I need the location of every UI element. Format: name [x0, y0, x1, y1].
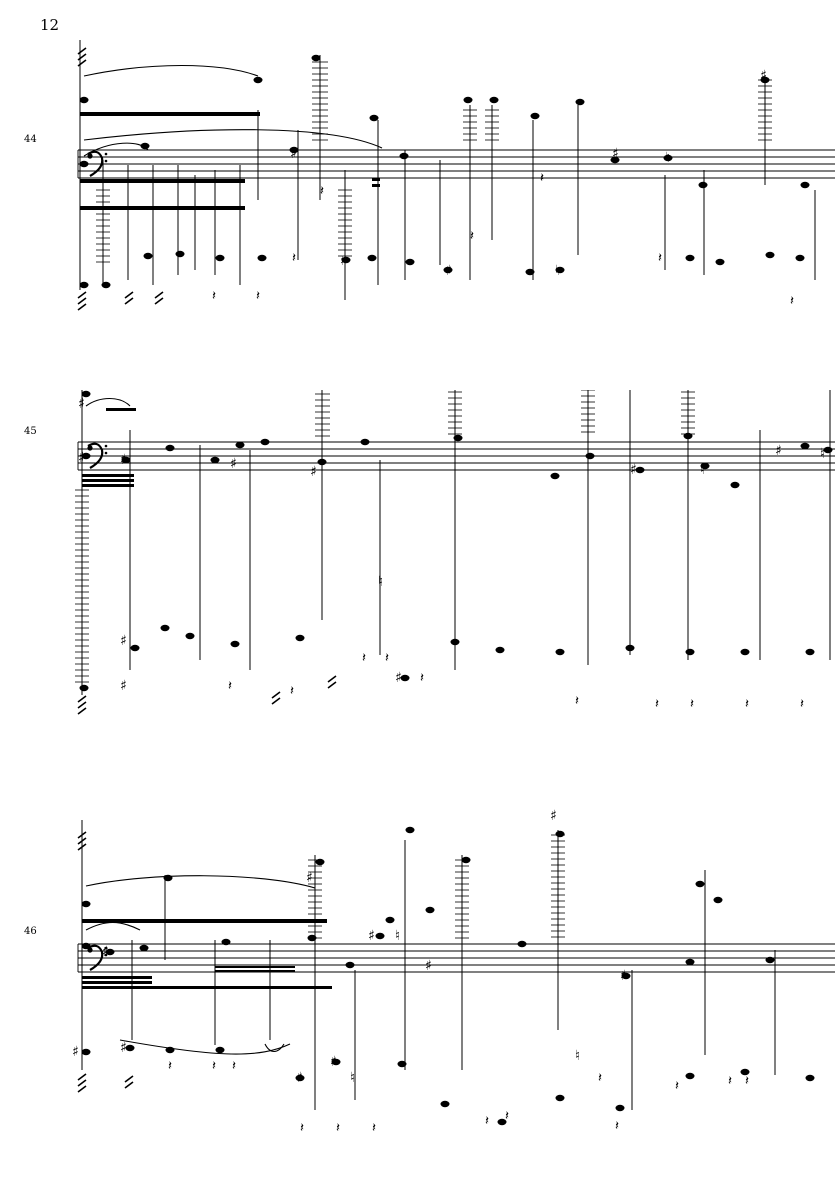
rest-icon: 𝄽 — [300, 1121, 304, 1136]
sharp-icon: ♯ — [630, 462, 637, 478]
rest-icon: 𝄽 — [372, 1121, 376, 1136]
rest-icon: 𝄽 — [362, 651, 366, 666]
sharp-icon: ♯ — [230, 456, 237, 472]
system-3: 46 — [0, 800, 835, 1181]
sharp-icon: ♯ — [290, 146, 297, 162]
rest-icon: 𝄽 — [575, 694, 579, 709]
sharp-icon: ♯ — [620, 968, 627, 984]
rest-icon: 𝄽 — [658, 251, 662, 266]
page-number: 12 — [40, 16, 60, 34]
natural-icon: ♮ — [665, 150, 670, 166]
rest-icon: 𝄽 — [800, 697, 804, 712]
rest-icon: 𝄽 — [540, 171, 544, 186]
sharp-icon: ♯ — [425, 958, 432, 974]
sharp-icon: ♯ — [395, 670, 402, 686]
sharp-icon: ♯ — [306, 870, 313, 886]
natural-icon: ♮ — [555, 263, 560, 279]
system-1-notation: ♯ ♯ ♯ ♮ ♯ ♯ ♮ 𝄽 𝄽 𝄽 𝄽 𝄽 𝄽 𝄽 𝄽 — [77, 40, 835, 311]
sharp-icon: ♯ — [120, 678, 127, 694]
rest-icon: 𝄽 — [505, 1109, 509, 1124]
sharp-icon: ♯ — [78, 450, 85, 466]
rest-icon: 𝄽 — [470, 229, 474, 244]
sharp-icon: ♯ — [296, 1070, 303, 1086]
rest-icon: 𝄽 — [420, 671, 424, 686]
rest-icon: 𝄽 — [290, 684, 294, 699]
rest-icon: 𝄽 — [168, 1059, 172, 1074]
sharp-icon: ♯ — [612, 146, 619, 162]
sharp-icon: ♯ — [340, 253, 347, 269]
rest-icon: 𝄽 — [228, 679, 232, 694]
sharp-icon: ♯ — [72, 1044, 79, 1060]
sharp-icon: ♯ — [445, 263, 452, 279]
measure-number: 44 — [24, 134, 37, 145]
rest-icon: 𝄽 — [256, 289, 260, 304]
system-2-notation: ♯ ♯ ♯ ♯ ♯ ♯ ♯ ♯ ♯ ♯ ♯ ♮ ♮ ♮ 𝄽 𝄽 𝄽 𝄽 𝄽 𝄽 … — [75, 390, 835, 715]
rest-icon: 𝄽 — [212, 289, 216, 304]
rest-icon: 𝄽 — [745, 1074, 749, 1089]
sharp-icon: ♯ — [368, 928, 375, 944]
rest-icon: 𝄽 — [675, 1079, 679, 1094]
measure-number: 45 — [24, 426, 37, 437]
rest-icon: 𝄽 — [485, 1114, 489, 1129]
sharp-icon: ♯ — [775, 443, 782, 459]
measure-number: 46 — [24, 926, 37, 937]
rest-icon: 𝄽 — [232, 1059, 236, 1074]
rest-icon: 𝄽 — [655, 697, 659, 712]
natural-icon: ♮ — [395, 928, 400, 944]
rest-icon: 𝄽 — [598, 1071, 602, 1086]
sharp-icon: ♯ — [102, 944, 109, 960]
sharp-icon: ♯ — [760, 68, 767, 84]
natural-icon: ♮ — [350, 1070, 355, 1086]
bass-clef-icon — [87, 150, 108, 177]
rest-icon: 𝄽 — [745, 697, 749, 712]
tremolo-icon — [77, 831, 134, 1093]
natural-icon: ♮ — [378, 574, 383, 590]
system-3-notation: ♯ ♯ ♯ ♯ ♯ ♯ ♯ ♯ ♯ ♯ ♮ ♮ ♮ 𝄽 𝄽 𝄽 𝄽 𝄽 𝄽 𝄽 … — [72, 808, 835, 1136]
tremolo-icon — [77, 675, 337, 715]
sharp-icon: ♯ — [120, 452, 127, 468]
system-2: 45 — [0, 390, 835, 780]
rest-icon: 𝄽 — [292, 251, 296, 266]
sharp-icon: ♯ — [550, 808, 557, 824]
sharp-icon: ♯ — [330, 1054, 337, 1070]
natural-icon: ♮ — [575, 1048, 580, 1064]
sharp-icon: ♯ — [78, 396, 85, 412]
sharp-icon: ♯ — [120, 633, 127, 649]
natural-icon: ♮ — [700, 462, 705, 478]
rest-icon: 𝄽 — [790, 294, 794, 309]
rest-icon: 𝄽 — [615, 1119, 619, 1134]
sharp-icon: ♯ — [310, 464, 317, 480]
sharp-icon: ♯ — [120, 1040, 127, 1056]
bass-clef-icon — [87, 944, 108, 971]
tremolo-icon — [77, 47, 164, 311]
rest-icon: 𝄽 — [690, 697, 694, 712]
natural-icon: ♮ — [820, 446, 825, 462]
rest-icon: 𝄽 — [320, 184, 324, 199]
rest-icon: 𝄽 — [728, 1074, 732, 1089]
rest-icon: 𝄽 — [336, 1121, 340, 1136]
system-1: 44 — [0, 0, 835, 380]
rest-icon: 𝄽 — [385, 651, 389, 666]
bass-clef-icon — [87, 442, 108, 469]
rest-icon: 𝄽 — [212, 1059, 216, 1074]
